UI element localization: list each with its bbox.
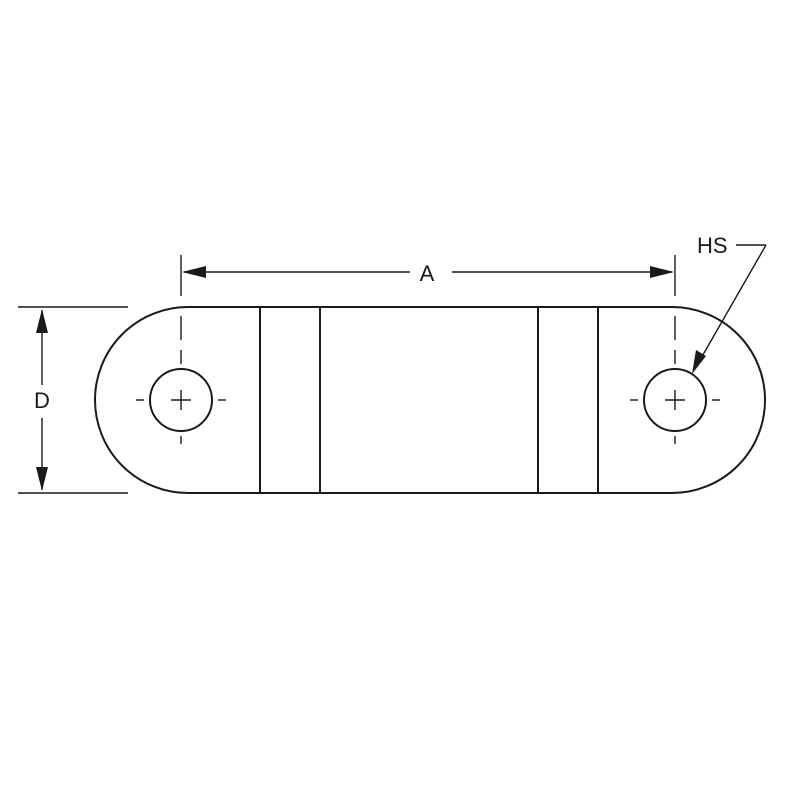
dimension-a-arrow-left — [182, 266, 206, 278]
right-hole — [630, 368, 720, 444]
hole-size-label: HS — [697, 233, 728, 258]
part-outline — [94, 306, 766, 494]
dimension-d: D — [18, 306, 128, 494]
dimension-d-arrow-top — [36, 309, 48, 333]
dimension-a-arrow-right — [650, 266, 674, 278]
right-hole-circle — [643, 368, 707, 432]
dimension-d-label: D — [34, 388, 50, 413]
dimension-a-label: A — [420, 261, 435, 286]
left-hole-circle — [149, 368, 213, 432]
hs-leader-diagonal — [699, 244, 767, 361]
leader-hs: HS — [692, 233, 767, 374]
left-hole — [136, 368, 226, 444]
dimension-d-arrow-bottom — [36, 467, 48, 491]
hs-leader-arrow — [692, 350, 706, 374]
dimension-a: A — [182, 261, 674, 286]
